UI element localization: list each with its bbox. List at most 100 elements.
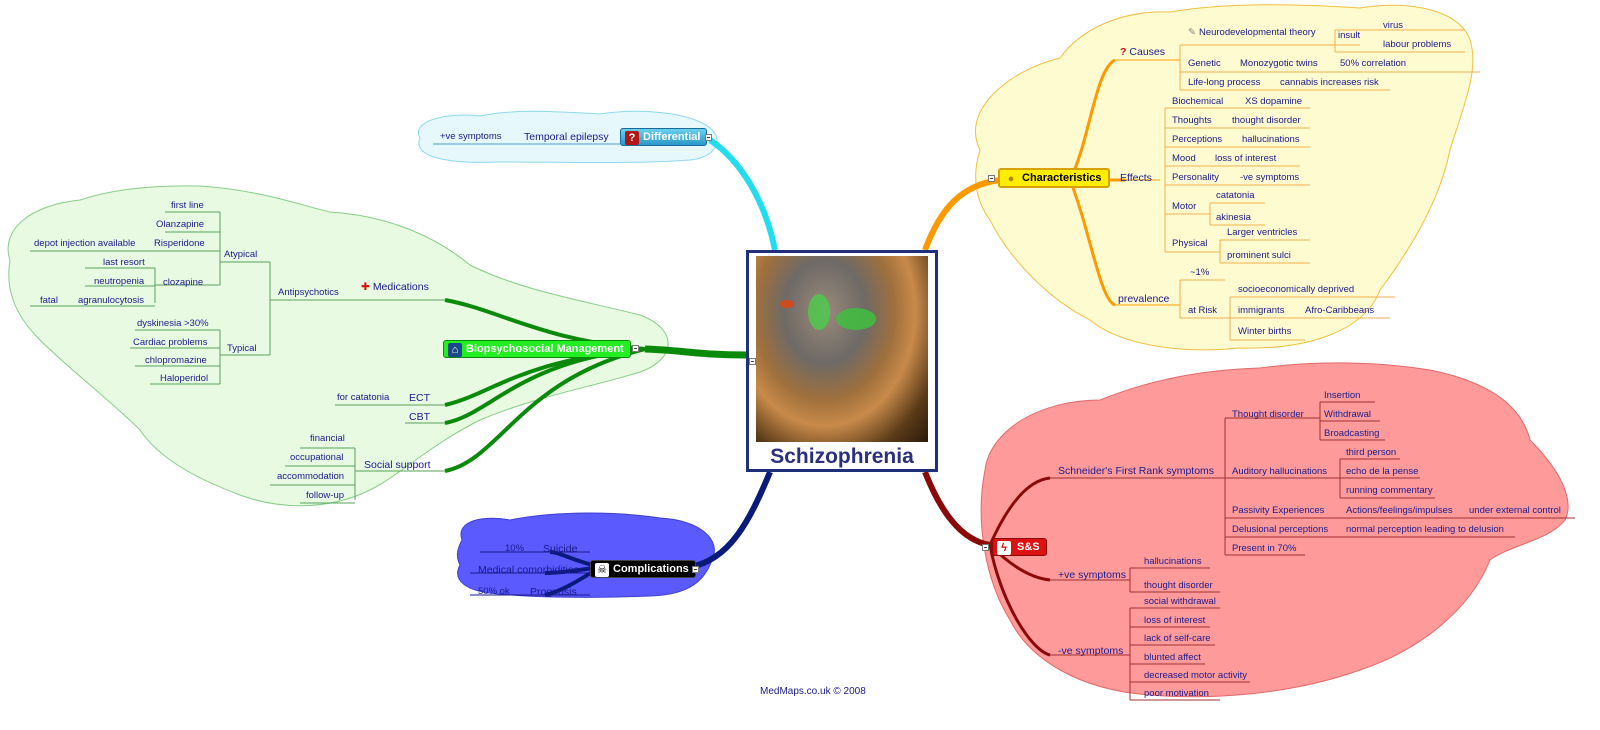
node-cardiac-problems[interactable]: Cardiac problems [133, 337, 208, 348]
node-agranulocytosis[interactable]: agranulocytosis [78, 295, 145, 306]
node-larger-ventricles[interactable]: Larger ventricles [1227, 227, 1298, 238]
node-blunted-affect[interactable]: blunted affect [1144, 652, 1201, 663]
node-afro-caribbeans[interactable]: Afro-Caribbeans [1305, 305, 1375, 316]
node-virus[interactable]: virus [1383, 20, 1404, 31]
node-pos-symptoms-ss[interactable]: +ve symptoms [1058, 569, 1126, 581]
node-risperidone[interactable]: Risperidone [154, 238, 205, 249]
node-delusional-perceptions[interactable]: Delusional perceptions [1232, 524, 1329, 535]
node-prognosis[interactable]: Prognosis [530, 586, 577, 598]
node-schneider[interactable]: Schneider's First Rank symptoms [1058, 465, 1215, 477]
node-hallucinations-ss[interactable]: hallucinations [1144, 556, 1202, 567]
node-neutropenia[interactable]: neutropenia [94, 276, 145, 287]
node-thought-disorder-pos[interactable]: thought disorder [1144, 580, 1213, 591]
toggle-ss[interactable] [982, 544, 989, 551]
node-normal-perception[interactable]: normal perception leading to delusion [1346, 524, 1504, 535]
node-thought-disorder-ss[interactable]: Thought disorder [1232, 409, 1304, 420]
node-50-correlation[interactable]: 50% correlation [1340, 58, 1407, 69]
node-clozapine[interactable]: clozapine [163, 277, 204, 288]
node-neg-symptoms-char[interactable]: -ve symptoms [1240, 172, 1300, 183]
node-thought-disorder[interactable]: thought disorder [1232, 115, 1301, 126]
node-socio-deprived[interactable]: socioeconomically deprived [1238, 284, 1355, 295]
node-follow-up[interactable]: follow-up [306, 490, 345, 501]
toggle-center[interactable] [749, 358, 756, 365]
node-withdrawal[interactable]: Withdrawal [1324, 409, 1371, 420]
node-fatal[interactable]: fatal [40, 295, 58, 306]
node-running-commentary[interactable]: running commentary [1346, 485, 1433, 496]
branch-differential[interactable]: ? Differential [620, 128, 708, 146]
node-ten-percent[interactable]: 10% [505, 543, 525, 554]
node-auditory-hallucinations[interactable]: Auditory hallucinations [1232, 466, 1328, 477]
node-external-control[interactable]: under external control [1469, 505, 1561, 516]
node-social-withdrawal[interactable]: social withdrawal [1144, 596, 1216, 607]
node-at-risk[interactable]: at Risk [1188, 305, 1218, 316]
node-prominent-sulci[interactable]: prominent sulci [1227, 250, 1291, 261]
node-lifelong-process[interactable]: Life-long process [1188, 77, 1261, 88]
node-winter-births[interactable]: Winter births [1238, 326, 1292, 337]
node-catatonia[interactable]: catatonia [1216, 190, 1255, 201]
node-decreased-motor[interactable]: decreased motor activity [1144, 670, 1247, 681]
node-hallucinations[interactable]: hallucinations [1242, 134, 1300, 145]
center-node[interactable]: Schizophrenia [746, 250, 938, 472]
node-one-percent[interactable]: ~1% [1190, 267, 1210, 278]
node-actions-feelings[interactable]: Actions/feelings/impulses [1346, 505, 1453, 516]
node-neurodevelopmental[interactable]: ✎Neurodevelopmental theory [1188, 27, 1316, 38]
node-physical[interactable]: Physical [1172, 238, 1208, 249]
toggle-characteristics[interactable] [988, 175, 995, 182]
node-labour-problems[interactable]: labour problems [1383, 39, 1452, 50]
node-xs-dopamine[interactable]: XS dopamine [1245, 96, 1303, 107]
node-ect[interactable]: ECT [409, 392, 430, 404]
node-medical-comorbidities[interactable]: Medical comorbidities [478, 564, 579, 576]
node-antipsychotics[interactable]: Antipsychotics [278, 287, 339, 298]
node-echo-de-la-pense[interactable]: echo de la pense [1346, 466, 1419, 477]
node-social-support[interactable]: Social support [364, 459, 431, 471]
node-motor[interactable]: Motor [1172, 201, 1197, 212]
node-thoughts[interactable]: Thoughts [1172, 115, 1212, 126]
toggle-differential[interactable] [705, 134, 712, 141]
branch-ss[interactable]: ϟ S&S [992, 538, 1047, 556]
node-insult[interactable]: insult [1338, 30, 1361, 41]
node-last-resort[interactable]: last resort [103, 257, 145, 268]
node-haloperidol[interactable]: Haloperidol [160, 373, 209, 384]
node-fifty-ok[interactable]: 50% ok [478, 586, 510, 597]
node-suicide[interactable]: Suicide [543, 543, 578, 555]
node-occupational[interactable]: occupational [290, 452, 344, 463]
node-accommodation[interactable]: accommodation [277, 471, 345, 482]
node-temporal-epilepsy[interactable]: Temporal epilepsy [524, 131, 609, 143]
branch-biopsychosocial[interactable]: ⌂ Biopsychosocial Management [443, 340, 631, 358]
node-chlorpromazine[interactable]: chlopromazine [145, 355, 207, 366]
node-immigrants[interactable]: immigrants [1238, 305, 1285, 316]
node-present-70[interactable]: Present in 70% [1232, 543, 1297, 554]
node-insertion[interactable]: Insertion [1324, 390, 1361, 401]
node-lack-self-care[interactable]: lack of self-care [1144, 633, 1211, 644]
node-poor-motivation[interactable]: poor motivation [1144, 688, 1209, 699]
node-cbt[interactable]: CBT [409, 411, 430, 423]
node-loss-of-interest-ss[interactable]: loss of interest [1144, 615, 1206, 626]
node-passivity[interactable]: Passivity Experiences [1232, 505, 1325, 516]
node-biochemical[interactable]: Biochemical [1172, 96, 1224, 107]
toggle-biopsychosocial[interactable] [632, 345, 639, 352]
node-cannabis[interactable]: cannabis increases risk [1280, 77, 1379, 88]
node-monozygotic-twins[interactable]: Monozygotic twins [1240, 58, 1318, 69]
node-depot-injection[interactable]: depot injection available [34, 238, 136, 249]
node-akinesia[interactable]: akinesia [1216, 212, 1251, 223]
node-first-line[interactable]: first line [171, 200, 204, 211]
node-typical[interactable]: Typical [227, 343, 257, 354]
toggle-complications[interactable] [692, 566, 699, 573]
node-financial[interactable]: financial [310, 433, 345, 444]
node-pos-symptoms-diff[interactable]: +ve symptoms [440, 131, 502, 142]
node-perceptions[interactable]: Perceptions [1172, 134, 1223, 145]
node-effects[interactable]: Effects [1120, 172, 1152, 184]
node-mood[interactable]: Mood [1172, 153, 1196, 164]
node-genetic[interactable]: Genetic [1188, 58, 1221, 69]
node-atypical[interactable]: Atypical [224, 249, 258, 260]
node-prevalence[interactable]: prevalence [1118, 293, 1170, 305]
branch-complications[interactable]: ☠ Complications [590, 560, 696, 578]
node-olanzapine[interactable]: Olanzapine [156, 219, 205, 230]
node-loss-of-interest[interactable]: loss of interest [1215, 153, 1277, 164]
node-personality[interactable]: Personality [1172, 172, 1219, 183]
node-for-catatonia[interactable]: for catatonia [337, 392, 390, 403]
node-third-person[interactable]: third person [1346, 447, 1397, 458]
node-causes[interactable]: ?Causes [1120, 46, 1166, 58]
node-medications[interactable]: ✚Medications [361, 281, 429, 293]
node-dyskinesia[interactable]: dyskinesia >30% [137, 318, 209, 329]
